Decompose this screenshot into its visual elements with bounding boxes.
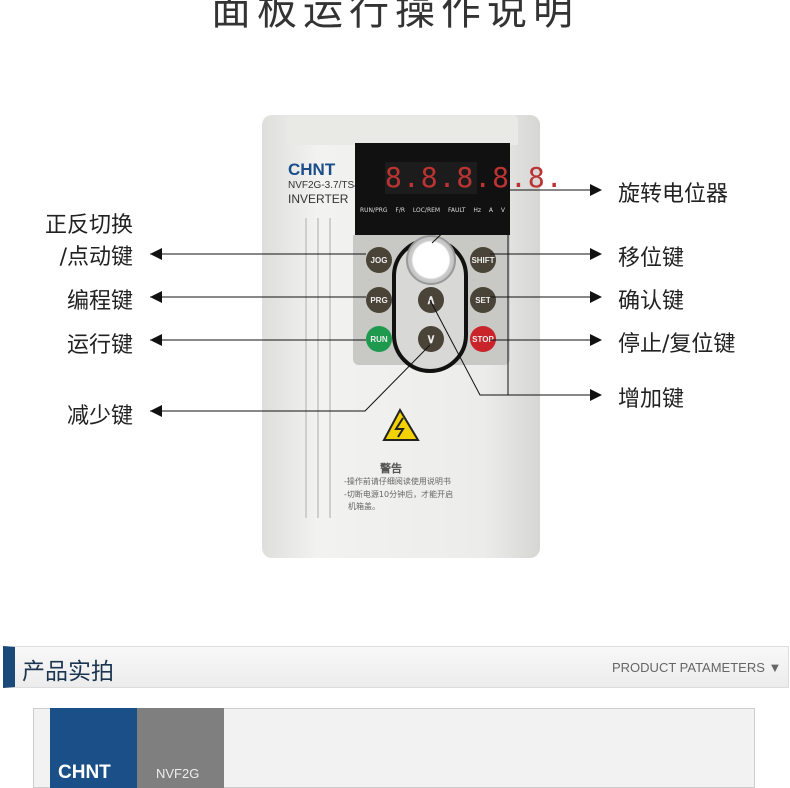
vent bbox=[317, 218, 319, 518]
section-header bbox=[3, 646, 789, 688]
label-shift: 移位键 bbox=[618, 246, 685, 271]
run-key[interactable]: RUN bbox=[366, 326, 392, 352]
led-label: F/R bbox=[395, 207, 406, 214]
warning-icon bbox=[382, 407, 420, 441]
photo-brand: CHNT bbox=[58, 762, 111, 783]
warning-title: 警告 bbox=[380, 462, 402, 475]
label-increase: 增加键 bbox=[618, 387, 685, 412]
label-confirm: 确认键 bbox=[618, 289, 685, 314]
set-key[interactable]: SET bbox=[470, 287, 496, 313]
label-decrease: 减少键 bbox=[66, 404, 133, 429]
product-parameters-link[interactable]: PRODUCT PATAMETERS ▼ bbox=[612, 660, 782, 675]
up-key[interactable]: ∧ bbox=[418, 287, 444, 313]
label-program: 编程键 bbox=[66, 289, 133, 314]
led-label: RUN/PRG bbox=[360, 207, 388, 214]
label-run: 运行键 bbox=[66, 333, 133, 358]
led-label: V bbox=[500, 207, 505, 214]
led-label: FAULT bbox=[447, 207, 466, 214]
photo-brand-panel bbox=[50, 708, 137, 788]
led-label: A bbox=[488, 207, 494, 214]
type-text: INVERTER bbox=[288, 192, 349, 206]
shift-key[interactable]: SHIFT bbox=[470, 247, 496, 273]
warning-line: -操作前请仔细阅读使用说明书 bbox=[344, 477, 451, 486]
section-title: 产品实拍 bbox=[22, 659, 114, 685]
led-label: LOC/REM bbox=[412, 207, 441, 214]
label-jog: /点动键 bbox=[59, 245, 133, 270]
vent bbox=[305, 218, 307, 518]
down-key[interactable]: ∨ bbox=[418, 326, 444, 352]
label-potentiometer: 旋转电位器 bbox=[618, 182, 729, 207]
warning-line: 机箱盖。 bbox=[348, 502, 380, 511]
label-stop-reset: 停止/复位键 bbox=[618, 332, 736, 357]
inverter-top bbox=[286, 115, 518, 145]
potentiometer-knob[interactable] bbox=[406, 235, 456, 285]
led-indicators: RUN/PRG F/R LOC/REM FAULT Hz A V bbox=[360, 207, 505, 214]
warning-line: -切断电源10分钟后，才能开启 bbox=[344, 490, 454, 499]
photo-model-panel bbox=[137, 708, 224, 788]
photo-model: NVF2G bbox=[156, 766, 200, 781]
jog-key[interactable]: JOG bbox=[366, 247, 392, 273]
led-label: Hz bbox=[473, 207, 482, 214]
prg-key[interactable]: PRG bbox=[366, 287, 392, 313]
vent bbox=[329, 218, 331, 518]
brand-logo: CHNT bbox=[288, 160, 336, 179]
label-fr-switch: 正反切换 bbox=[44, 213, 133, 238]
stop-key[interactable]: STOP bbox=[470, 326, 496, 352]
model-text: NVF2G-3.7/TS4 bbox=[288, 180, 360, 191]
page-title: 面板运行操作说明 bbox=[211, 0, 579, 34]
